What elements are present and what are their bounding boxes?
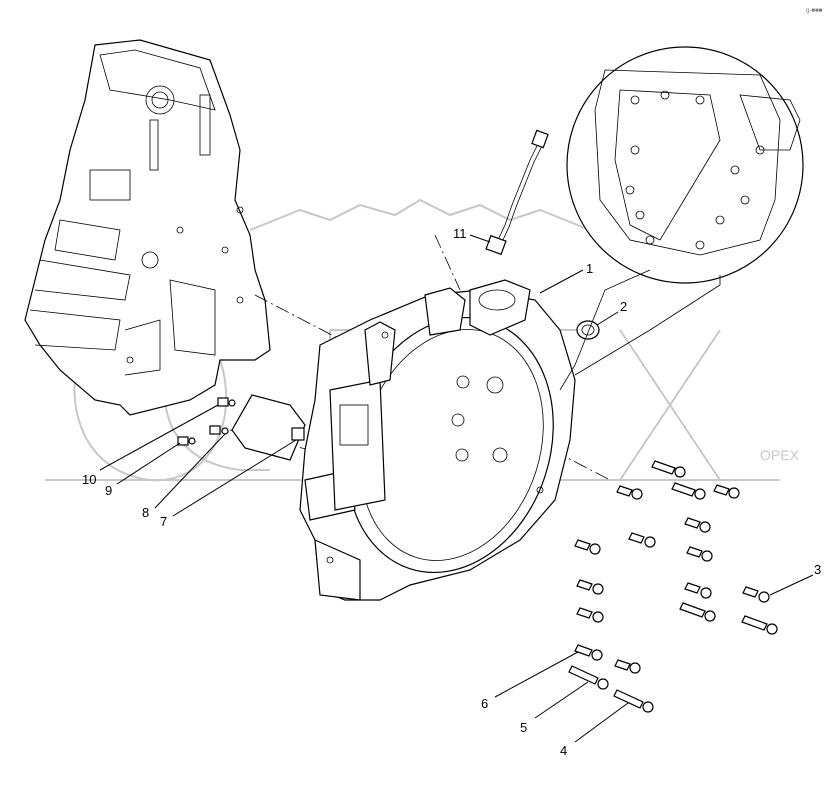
engine-block bbox=[24, 39, 271, 416]
speed-sensor bbox=[485, 129, 549, 256]
small-fasteners bbox=[177, 397, 236, 446]
flywheel-housing bbox=[299, 279, 576, 601]
callout-4: 4 bbox=[560, 743, 567, 758]
callout-5: 5 bbox=[520, 720, 527, 735]
bolt-group-middle bbox=[576, 579, 778, 635]
callout-7: 7 bbox=[160, 514, 167, 529]
leader-lines bbox=[99, 234, 814, 743]
callout-11: 11 bbox=[453, 226, 467, 241]
callout-2: 2 bbox=[620, 299, 627, 314]
callout-8: 8 bbox=[142, 505, 149, 520]
detail-leader-lines bbox=[559, 269, 721, 391]
cover-plate bbox=[231, 394, 306, 461]
watermark-text: OPEX bbox=[760, 447, 800, 463]
plug bbox=[576, 320, 600, 340]
callout-10: 10 bbox=[82, 472, 96, 487]
callout-6: 6 bbox=[481, 696, 488, 711]
corner-mark: g-■■■ bbox=[806, 8, 823, 14]
bolts bbox=[568, 460, 778, 713]
callout-3: 3 bbox=[814, 562, 821, 577]
bolt-group-lower bbox=[568, 644, 654, 713]
callout-labels: 1 2 3 4 5 6 7 8 9 10 11 bbox=[82, 226, 821, 758]
detail-view bbox=[566, 46, 804, 284]
bolt-group-upper bbox=[574, 460, 740, 562]
callout-9: 9 bbox=[105, 483, 112, 498]
callout-1: 1 bbox=[586, 261, 593, 276]
